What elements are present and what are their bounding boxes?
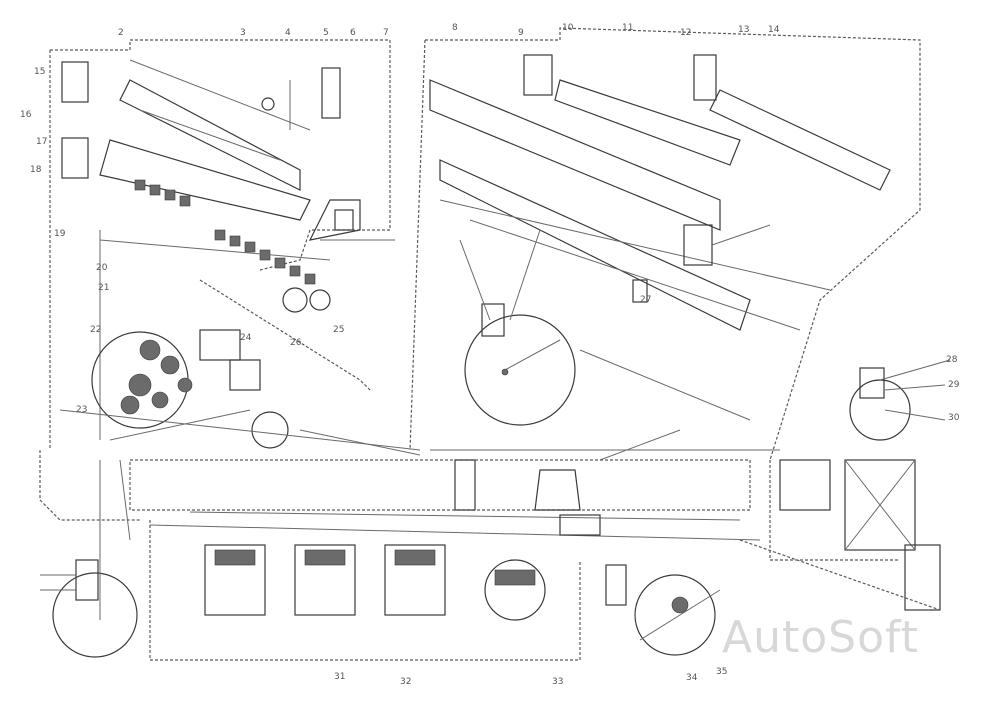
chain-drive	[99, 179, 331, 440]
unit-2	[294, 544, 356, 616]
label-32: 32	[400, 677, 411, 687]
label-14: 14	[768, 25, 780, 35]
label-4: 4	[285, 28, 291, 38]
label-10: 10	[562, 23, 574, 33]
label-23: 23	[76, 405, 87, 415]
label-3: 3	[240, 28, 246, 38]
label-6: 6	[350, 28, 356, 38]
gearbox-cluster	[59, 279, 421, 456]
bottom-units	[40, 459, 721, 661]
left-upper-assembly	[39, 39, 421, 521]
large-pulley	[459, 229, 576, 426]
label-27: 27	[640, 295, 651, 305]
label-24: 24	[240, 333, 252, 343]
label-11: 11	[622, 23, 633, 33]
label-18: 18	[30, 165, 42, 175]
label-12: 12	[680, 28, 691, 38]
label-20: 20	[96, 263, 108, 273]
label-16: 16	[20, 110, 32, 120]
right-upper-assembly	[409, 27, 921, 461]
label-35: 35	[716, 667, 727, 677]
label-5: 5	[323, 28, 329, 38]
label-9: 9	[518, 28, 524, 38]
label-8: 8	[452, 23, 458, 33]
unit-3	[384, 544, 446, 616]
label-22: 22	[90, 325, 101, 335]
label-2: 2	[118, 28, 124, 38]
label-21: 21	[98, 283, 109, 293]
label-26: 26	[290, 338, 302, 348]
callout-labels: 2 3 4 5 6 7 8 9 10 11 12 13 14 15 16 17 …	[20, 23, 960, 687]
unit-4	[484, 559, 546, 621]
label-31: 31	[334, 672, 345, 682]
watermark-text: AutoSoft	[722, 612, 919, 663]
label-17: 17	[36, 137, 47, 147]
label-29: 29	[948, 380, 960, 390]
unit-1	[204, 544, 266, 616]
right-drive	[739, 359, 951, 611]
label-15: 15	[34, 67, 45, 77]
label-28: 28	[946, 355, 958, 365]
label-7: 7	[383, 28, 389, 38]
main-frame	[129, 459, 761, 541]
label-13: 13	[738, 25, 749, 35]
label-19: 19	[54, 229, 66, 239]
label-25: 25	[333, 325, 344, 335]
label-30: 30	[948, 413, 960, 423]
label-33: 33	[552, 677, 563, 687]
label-34: 34	[686, 673, 698, 683]
